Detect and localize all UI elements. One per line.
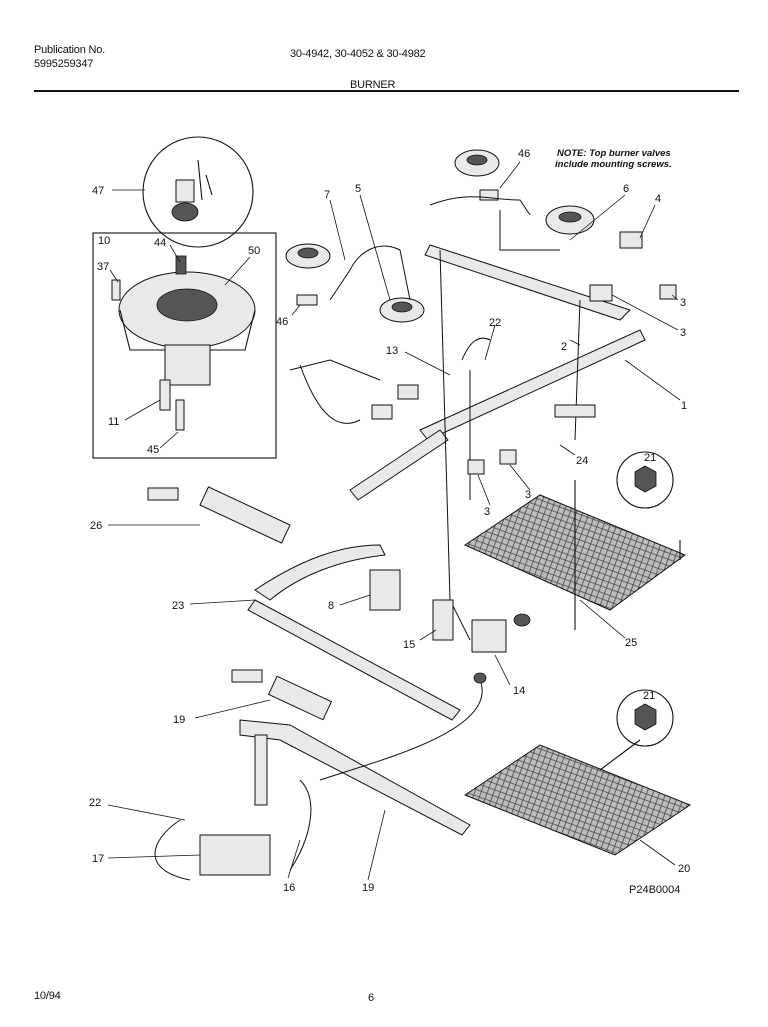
- publication-number: 5995259347: [34, 58, 94, 70]
- callout-45: 45: [147, 444, 159, 456]
- callout-6: 6: [623, 183, 629, 195]
- header-rule: [34, 90, 739, 92]
- figure-code: P24B0004: [629, 884, 680, 896]
- callout-25: 25: [625, 637, 637, 649]
- model-numbers: 30-4942, 30-4052 & 30-4982: [290, 48, 426, 60]
- callout-21a: 21: [644, 452, 656, 464]
- footer-date: 10/94: [34, 990, 61, 1002]
- callout-13: 13: [386, 345, 398, 357]
- callout-50: 50: [248, 245, 260, 257]
- broiler-burner-assembly: [154, 672, 487, 881]
- callout-15: 15: [403, 639, 415, 651]
- footer-page-number: 6: [368, 992, 374, 1004]
- publication-label: Publication No.: [34, 44, 105, 56]
- callout-23: 23: [172, 600, 184, 612]
- callout-21b: 21: [643, 690, 655, 702]
- callout-2: 2: [561, 341, 567, 353]
- oven-grates: [463, 480, 692, 856]
- callout-22a: 22: [489, 317, 501, 329]
- detail-box-10: [92, 232, 277, 459]
- callout-46b: 46: [518, 148, 530, 160]
- oven-burner-assembly: [147, 486, 531, 721]
- note-line-1: NOTE: Top burner valves: [557, 148, 671, 159]
- callout-26: 26: [90, 520, 102, 532]
- nut-detail-circles: [616, 451, 674, 747]
- callout-19a: 19: [173, 714, 185, 726]
- callout-8: 8: [328, 600, 334, 612]
- callout-7: 7: [324, 189, 330, 201]
- section-title: BURNER: [350, 79, 396, 91]
- callout-44: 44: [154, 237, 166, 249]
- callout-3d: 3: [484, 506, 490, 518]
- callout-10: 10: [98, 235, 110, 247]
- note-line-2: include mounting screws.: [555, 159, 672, 170]
- detail-circle-47: [142, 136, 254, 248]
- callout-3a: 3: [680, 297, 686, 309]
- callout-5: 5: [355, 183, 361, 195]
- callout-3b: 3: [680, 327, 686, 339]
- callout-17: 17: [92, 853, 104, 865]
- callout-47: 47: [92, 185, 104, 197]
- callout-11: 11: [108, 416, 119, 428]
- callout-3c: 3: [525, 489, 531, 501]
- manifold-and-tubes: [289, 196, 646, 641]
- callout-20: 20: [678, 863, 690, 875]
- callout-14: 14: [513, 685, 525, 697]
- callout-46a: 46: [276, 316, 288, 328]
- callout-labels: 47 10 44 50 37 46 11 45 7 5 46 6 4 3 3 2…: [89, 148, 690, 896]
- callout-24: 24: [576, 455, 588, 467]
- valves: [371, 231, 677, 475]
- leader-lines: [107, 161, 681, 881]
- callout-1: 1: [681, 400, 687, 412]
- callout-22b: 22: [89, 797, 101, 809]
- callout-4: 4: [655, 193, 661, 205]
- callout-16: 16: [283, 882, 295, 894]
- callout-37: 37: [97, 261, 109, 273]
- callout-19b: 19: [362, 882, 374, 894]
- top-burners: [285, 149, 595, 323]
